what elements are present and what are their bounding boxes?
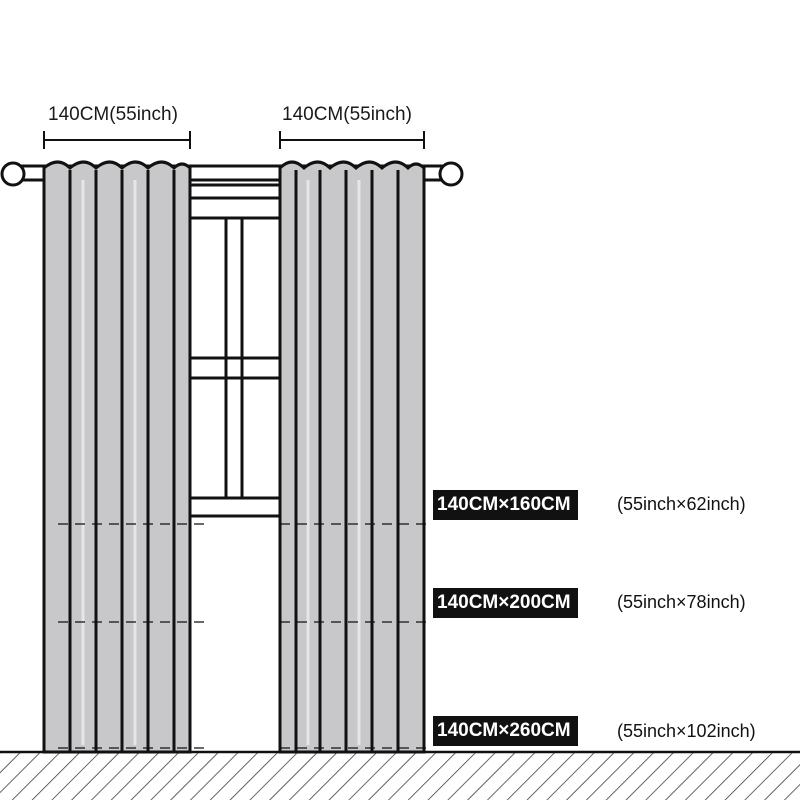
- width-label-right: 140CM(55inch): [282, 104, 412, 125]
- width-markers: [43, 131, 425, 149]
- size-inch-62: (55inch×62inch): [617, 494, 746, 514]
- size-tag-260: 140CM×260CM: [433, 716, 578, 746]
- size-inch-78: (55inch×78inch): [617, 592, 746, 612]
- curtain-panel-left: [42, 160, 192, 754]
- width-label-left: 140CM(55inch): [48, 104, 178, 125]
- floor: [0, 750, 800, 800]
- curtain-panel-right: [278, 160, 426, 754]
- size-tag-160: 140CM×160CM: [433, 490, 578, 520]
- rod-finial-left: [0, 161, 26, 187]
- window: [190, 183, 282, 518]
- size-tag-200: 140CM×200CM: [433, 588, 578, 618]
- rod-finial-right: [438, 161, 464, 187]
- length-markers: [58, 523, 433, 749]
- size-inch-102: (55inch×102inch): [617, 721, 756, 741]
